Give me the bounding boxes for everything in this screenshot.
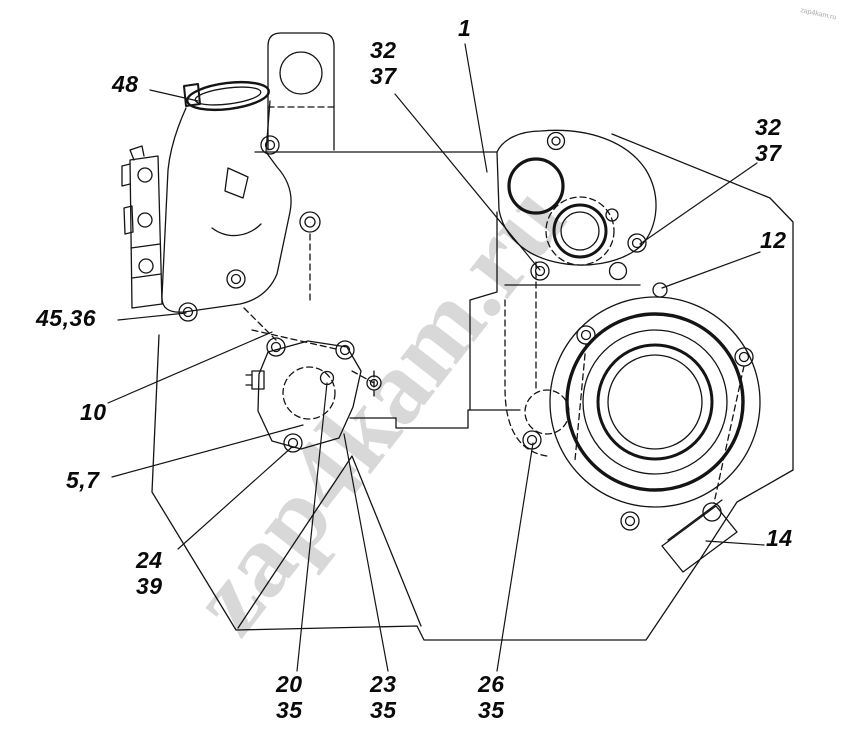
- water-pump: [504, 131, 668, 298]
- part-label-32-37-right: 32 37: [755, 114, 782, 166]
- part-label-24-39: 24 39: [136, 547, 163, 599]
- leader-lines: [107, 43, 765, 672]
- part-label-32-37-upper: 32 37: [370, 37, 397, 89]
- thermostat-housing: [161, 80, 292, 322]
- part-label-23-35: 23 35: [370, 671, 397, 723]
- leader-10: [107, 331, 273, 404]
- part-label-12: 12: [760, 227, 787, 253]
- leader-26-35: [496, 442, 534, 672]
- part-label-45-36: 45,36: [36, 305, 97, 331]
- leader-32-37-right: [639, 162, 758, 245]
- top-mounting-bracket: [267, 32, 335, 151]
- leader-32-37-upper: [394, 93, 541, 271]
- leader-48: [149, 89, 199, 102]
- leader-24-39: [177, 446, 293, 550]
- part-label-10: 10: [80, 399, 107, 425]
- leader-20-35: [296, 382, 328, 672]
- leader-14: [705, 540, 765, 546]
- front-cover-outline: [151, 129, 794, 641]
- corner-watermark-text: zap4kam.ru: [800, 7, 837, 21]
- part-label-20-35: 20 35: [276, 671, 303, 723]
- left-lifting-bracket: [121, 145, 163, 309]
- part-label-26-35: 26 35: [478, 671, 505, 723]
- leader-1: [464, 43, 488, 173]
- bottom-bracket: [661, 499, 738, 573]
- part-label-14: 14: [766, 525, 793, 551]
- part-label-1: 1: [458, 15, 472, 41]
- access-plate: [243, 211, 382, 453]
- leader-23-35: [343, 433, 389, 672]
- leader-45-36: [117, 312, 187, 321]
- gear-cover: [504, 261, 761, 531]
- leader-5-7: [111, 424, 304, 478]
- leader-12: [661, 251, 761, 289]
- part-label-5-7: 5,7: [66, 467, 100, 493]
- part-label-48: 48: [112, 71, 139, 97]
